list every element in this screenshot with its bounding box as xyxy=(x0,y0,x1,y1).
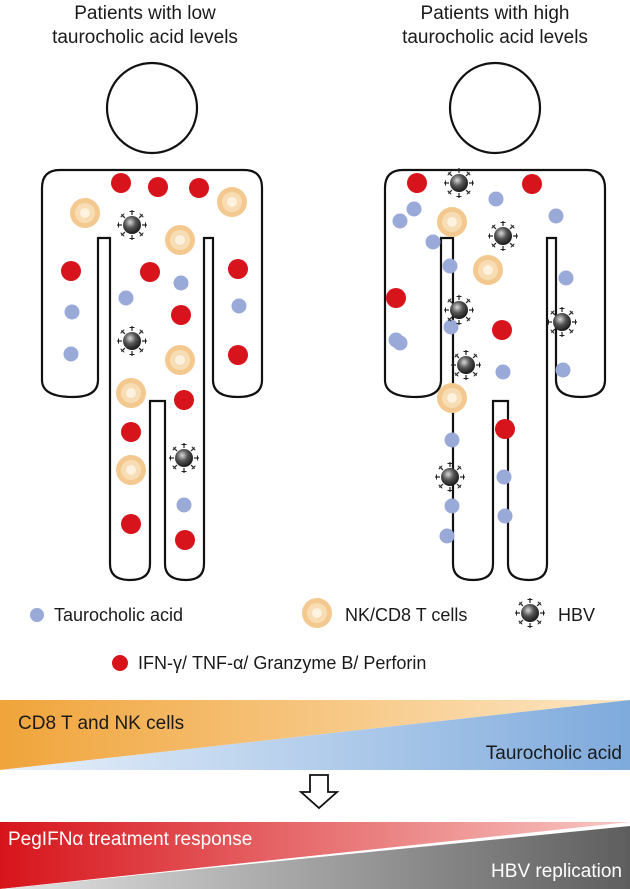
hbv-particle xyxy=(488,221,518,251)
taurocholic-acid-dot xyxy=(497,508,513,524)
legend-taurocholic-acid-label: Taurocholic acid xyxy=(54,605,184,625)
particles-high xyxy=(386,168,577,544)
human-figure-low xyxy=(40,61,264,582)
hbv-particle xyxy=(547,307,577,337)
taurocholic-acid-dot xyxy=(558,270,574,286)
cytokine-dot xyxy=(228,259,248,279)
taurocholic-acid-dot xyxy=(555,362,571,378)
cytokine-dot xyxy=(228,345,248,365)
nk-cd8-cell xyxy=(165,345,195,375)
taurocholic-acid-dot xyxy=(488,191,504,207)
cytokine-dot xyxy=(171,305,191,325)
cytokine-dot xyxy=(148,177,168,197)
body-outline-high xyxy=(383,168,607,582)
bar-label-taurocholic-acid: Taurocholic acid xyxy=(485,743,622,764)
panel-title-low-line2: taurocholic acid levels xyxy=(52,27,238,48)
cytokine-dot xyxy=(386,288,406,308)
particles-low xyxy=(61,173,248,550)
hbv-particle xyxy=(451,350,481,380)
taurocholic-acid-dot xyxy=(173,275,189,291)
nk-cd8-cell xyxy=(437,207,467,237)
nk-cd8-cell xyxy=(473,255,503,285)
body-outline-low xyxy=(40,168,264,582)
taurocholic-acid-dot xyxy=(444,432,460,448)
legend-hbv-icon xyxy=(515,598,545,628)
taurocholic-acid-dot xyxy=(176,497,192,513)
bar-hbv-replication-gray xyxy=(0,826,630,889)
legend-hbv-label: HBV xyxy=(558,605,596,625)
cytokine-dot xyxy=(189,178,209,198)
cytokine-dot xyxy=(492,320,512,340)
bar-taurocholic-blue xyxy=(0,700,630,770)
legend-symbols xyxy=(30,598,545,671)
cytokine-dot xyxy=(175,530,195,550)
legend-cytokines-label: IFN-γ/ TNF-α/ Granzyme B/ Perforin xyxy=(138,653,427,673)
cytokine-dot xyxy=(407,173,427,193)
taurocholic-acid-dot xyxy=(64,304,80,320)
taurocholic-acid-dot xyxy=(406,201,422,217)
taurocholic-acid-dot xyxy=(439,528,455,544)
nk-cd8-cell xyxy=(165,225,195,255)
hbv-particle xyxy=(435,462,465,492)
taurocholic-acid-dot xyxy=(442,258,458,274)
panel-title-high-line1: Patients with high xyxy=(420,3,570,24)
bar-label-cd8-nk: CD8 T and NK cells xyxy=(18,713,185,734)
legend-nk-cd8-inner xyxy=(312,608,322,618)
cytokine-dot xyxy=(111,173,131,193)
panel-title-high: Patients with high taurocholic acid leve… xyxy=(365,2,625,50)
panel-title-low-line1: Patients with low xyxy=(74,3,216,24)
taurocholic-acid-dot xyxy=(63,346,79,362)
cytokine-dot xyxy=(121,422,141,442)
bar-pegifn-red xyxy=(0,822,630,889)
hbv-particle xyxy=(444,168,474,198)
taurocholic-acid-dot xyxy=(496,469,512,485)
taurocholic-acid-dot xyxy=(118,290,134,306)
legend-cytokine-dot xyxy=(112,655,128,671)
gradient-bar-top xyxy=(0,700,630,770)
hbv-particle xyxy=(117,326,147,356)
cytokine-dot xyxy=(174,390,194,410)
taurocholic-acid-dot xyxy=(444,498,460,514)
legend-taurocholic-acid-dot xyxy=(30,608,44,622)
hbv-particle xyxy=(444,295,474,325)
taurocholic-acid-dot xyxy=(495,364,511,380)
head-low xyxy=(105,61,199,155)
nk-cd8-cell xyxy=(70,198,100,228)
nk-cd8-cell xyxy=(116,378,146,408)
taurocholic-acid-dot xyxy=(425,234,441,250)
taurocholic-acid-dot xyxy=(231,298,247,314)
cytokine-dot xyxy=(522,174,542,194)
legend-hbv-particle xyxy=(515,598,545,628)
cytokine-dot xyxy=(140,262,160,282)
legend-nk-cd8-label: NK/CD8 T cells xyxy=(345,605,468,625)
gradient-bar-bottom xyxy=(0,822,630,889)
panel-title-high-line2: taurocholic acid levels xyxy=(402,27,588,48)
taurocholic-acid-dot xyxy=(392,213,408,229)
nk-cd8-cell xyxy=(437,383,467,413)
head-high xyxy=(448,61,542,155)
nk-cd8-cell xyxy=(217,187,247,217)
cytokine-dot xyxy=(495,419,515,439)
down-arrow-icon xyxy=(298,774,340,810)
nk-cd8-cell xyxy=(116,455,146,485)
taurocholic-acid-dot xyxy=(443,319,459,335)
taurocholic-acid-dot xyxy=(392,335,408,351)
panel-title-low: Patients with low taurocholic acid level… xyxy=(15,2,275,50)
bar-label-pegifn-response: PegIFNα treatment response xyxy=(8,829,253,850)
hbv-particle xyxy=(117,210,147,240)
particles-layer xyxy=(61,168,577,550)
cytokine-dot xyxy=(121,514,141,534)
hbv-particle xyxy=(169,443,199,473)
taurocholic-acid-dot xyxy=(548,208,564,224)
human-figure-high xyxy=(383,61,607,582)
bar-label-hbv-replication: HBV replication xyxy=(491,861,622,882)
cytokine-dot xyxy=(61,261,81,281)
